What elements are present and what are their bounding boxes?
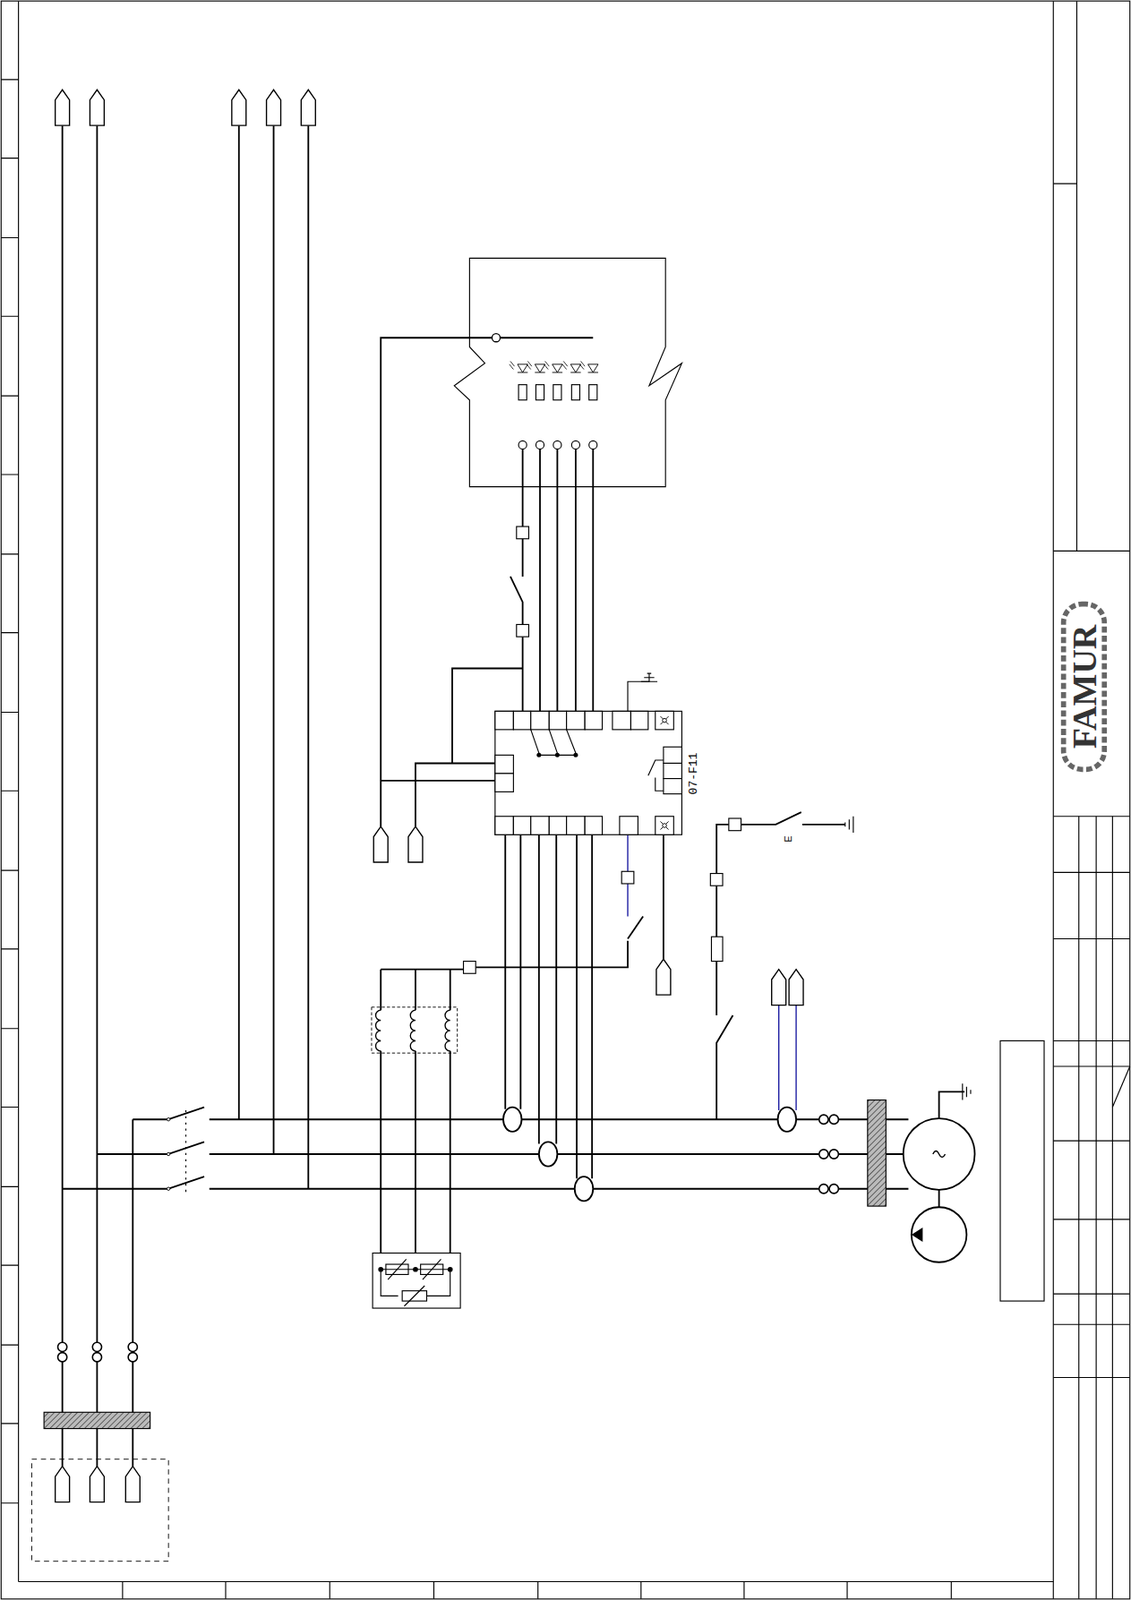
logo-outline — [1063, 604, 1106, 771]
relay-module: 07-F11 — [495, 711, 683, 836]
company-logo: FAMUR — [1067, 625, 1102, 750]
module-label: 07-F11 — [686, 753, 699, 796]
switch-label: E — [782, 835, 793, 842]
